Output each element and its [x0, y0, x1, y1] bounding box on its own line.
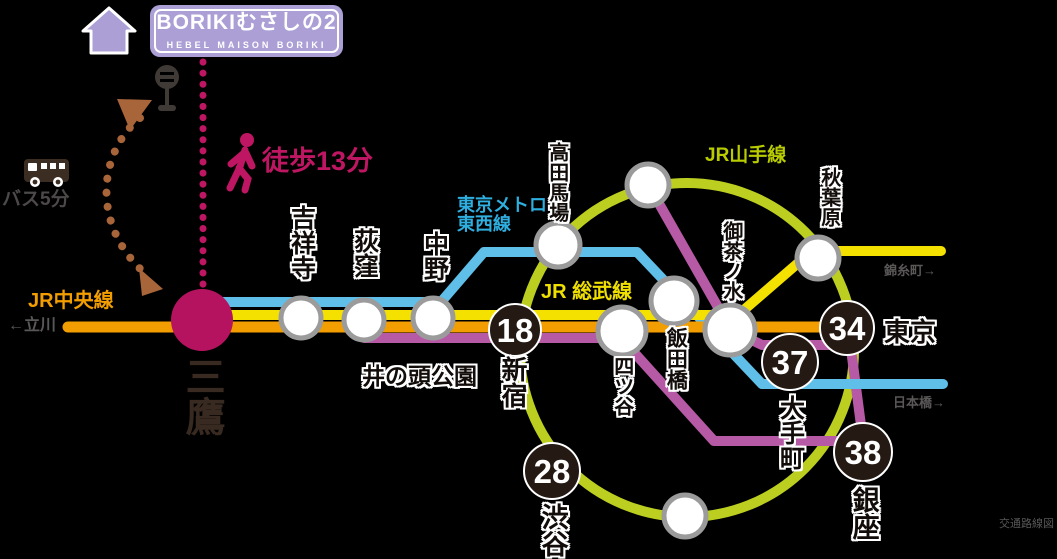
station-label-iidabashi: 飯田橋 [664, 327, 688, 390]
station-label-tokyo: 東京 [884, 317, 937, 347]
station-circle-ochanomizu [702, 302, 758, 358]
direction-tachikawa: ←立川 [8, 317, 57, 334]
bus-icon [24, 159, 69, 187]
station-label-takadanobaba: 高田馬場 [545, 142, 568, 222]
property-name-box: BORIKIむさしの2 HEBEL MAISON BORIKI [150, 5, 343, 57]
station-label-otemachi: 大手町 [776, 395, 805, 470]
bus-stop-icon [155, 65, 179, 111]
station-circle-loop-bottom [661, 492, 709, 540]
station-circle-yotsuya [595, 304, 649, 358]
station-label-shibuya: 渋谷 [537, 503, 568, 557]
badge-minutes-ginza: 38 [845, 434, 882, 471]
badge-circle-otemachi [761, 333, 819, 391]
station-label-nakano: 中野 [420, 231, 449, 281]
tozai-line-label: 東京メトロ 東西線 [457, 195, 547, 235]
badge-minutes-otemachi: 37 [772, 344, 809, 381]
station-label-inokashira-koen: 井の頭公園 [362, 363, 477, 389]
yamanote-line-label: JR山手線 [705, 145, 787, 166]
station-circle-takadanobaba [533, 220, 583, 270]
chuo-line-label: JR中央線 [28, 290, 114, 312]
property-name-box-border [154, 9, 339, 53]
station-circle-ogikubo [341, 297, 387, 343]
bus-time-label: バス5分 [2, 189, 70, 210]
station-circle-akihabara [794, 234, 842, 282]
walking-person-icon [226, 133, 256, 194]
badge-circle-shibuya [523, 442, 581, 500]
walk-time-label: 徒歩13分 [262, 146, 374, 176]
station-circle-kichijoji [278, 295, 324, 341]
tozai-line-label-2: 東西線 [457, 214, 511, 235]
station-label-mitaka: 三鷹 [179, 356, 224, 436]
station-circles [278, 161, 842, 540]
station-label-shinjuku: 新宿 [498, 356, 529, 408]
station-circle-iidabashi [648, 275, 700, 327]
sobu-line-label: JR 総武線 [541, 281, 633, 303]
tozai-line-label-1: 東京メトロ [457, 195, 547, 215]
badge-circle-tokyo [819, 300, 875, 356]
badge-minutes-shibuya: 28 [534, 453, 571, 490]
station-label-kichijoji: 吉祥寺 [287, 205, 316, 280]
bus-route-dotted-arc [102, 114, 152, 280]
direction-nihonbashi: 日本橋→ [893, 395, 946, 410]
station-label-akihabara: 秋葉原 [817, 167, 840, 227]
bus-route-arrow-top [117, 99, 152, 130]
property-name-en: HEBEL MAISON BORIKI [166, 40, 327, 50]
station-circle-loop-top [624, 161, 672, 209]
mitaka-station-circle [171, 289, 233, 351]
house-icon [81, 6, 137, 55]
station-label-yotsuya: 四ツ谷 [610, 356, 633, 416]
station-label-ogikubo: 荻窪 [350, 228, 379, 278]
property-name: BORIKIむさしの2 [156, 11, 337, 34]
sobu-line [205, 246, 946, 320]
badge-minutes-shinjuku: 18 [497, 312, 534, 349]
map-credit: 交通路線図 [999, 518, 1054, 530]
bus-route-arrow-bottom [139, 268, 163, 296]
badge-minutes-tokyo: 34 [829, 310, 866, 347]
badge-circle-shinjuku [488, 303, 542, 357]
time-badges [488, 300, 893, 500]
direction-kinshicho: 錦糸町→ [884, 263, 937, 278]
station-label-ginza: 銀座 [848, 486, 879, 540]
badge-circle-ginza [833, 422, 893, 482]
station-label-ochanomizu: 御茶ノ水 [719, 221, 742, 301]
station-circle-nakano [410, 295, 456, 341]
